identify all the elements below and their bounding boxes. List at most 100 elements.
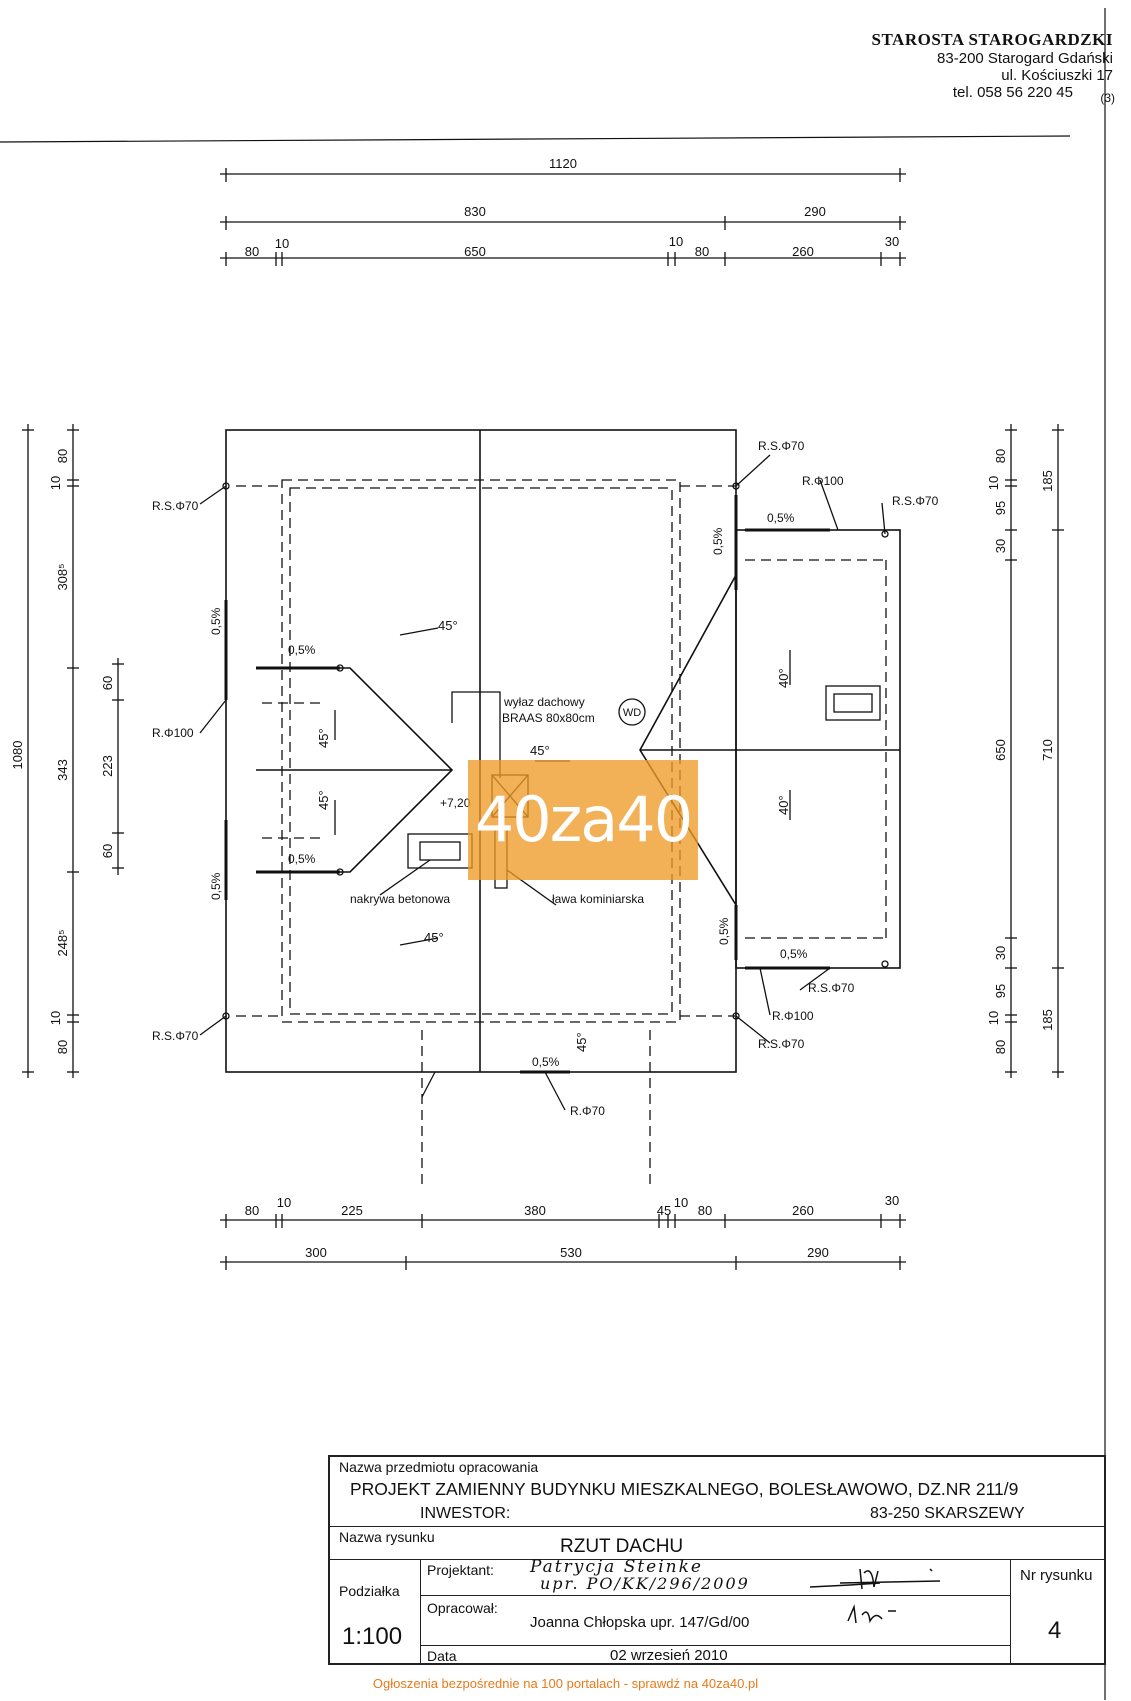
date-label: Data (427, 1648, 457, 1664)
label-slope-left-1: 0,5% (209, 607, 223, 635)
stamp-line-2: ul. Kościuszki 17 (1001, 66, 1113, 84)
dim-bottom-a8: 30 (885, 1193, 899, 1208)
dim-bottom-a1: 10 (277, 1195, 291, 1210)
designer-signature-name: Patrycja Steinke (530, 1557, 703, 1577)
dim-top-overall: 1120 (549, 156, 577, 171)
drawing-name: RZUT DACHU (560, 1536, 684, 1557)
dim-bottom-a5: 10 (674, 1195, 688, 1210)
dim-bottom-a0: 80 (245, 1203, 259, 1218)
dim-top-830: 830 (464, 204, 486, 219)
project-title: PROJEKT ZAMIENNY BUDYNKU MIESZKALNEGO, B… (350, 1479, 1019, 1499)
dim-left-b0: 60 (100, 676, 115, 690)
dim-left-b1: 223 (100, 755, 115, 777)
label-hatch-type: BRAAS 80x80cm (502, 711, 595, 725)
dim-left-a2: 308⁵ (55, 563, 70, 590)
designer-signature (809, 1568, 941, 1590)
wall-lines-dashed (236, 479, 887, 1190)
dim-top-c0: 80 (245, 244, 259, 259)
label-slope-left-2: 0,5% (209, 872, 223, 900)
label-slope-front: 0,5% (532, 1055, 560, 1069)
label-rs70-br2: R.S.Φ70 (808, 981, 855, 995)
dim-left-a4: 248⁵ (55, 929, 70, 956)
dim-right-a0: 80 (993, 449, 1008, 463)
dim-right-a4: 650 (993, 739, 1008, 761)
dim-top-c4: 80 (695, 244, 709, 259)
label-rs70-tr2: R.S.Φ70 (892, 494, 939, 508)
label-r100-tr: R.Φ100 (802, 474, 844, 488)
scale-value: 1:100 (342, 1623, 403, 1650)
dim-bottom-b1: 530 (560, 1245, 582, 1260)
dim-right-b2: 185 (1040, 1009, 1055, 1031)
label-angle-3: 45° (530, 743, 550, 758)
stamp-line-3: tel. 058 56 220 45 (952, 84, 1073, 102)
stamp-line-1: 83-200 Starogard Gdański (937, 49, 1113, 67)
chimney-right (825, 685, 881, 721)
dim-right-a2: 95 (993, 501, 1008, 515)
dim-left-a0: 80 (55, 449, 70, 463)
office-stamp: STAROSTA STAROGARDZKI 83-200 Starogard G… (871, 30, 1115, 105)
dim-bottom-b0: 300 (305, 1245, 327, 1260)
prepared-signature (847, 1604, 896, 1624)
dim-right-a8: 80 (993, 1040, 1008, 1054)
label-chimney-bench: ława kominiarska (552, 892, 644, 906)
label-slope-wing-bottom: 0,5% (780, 947, 808, 961)
top-dimensions (220, 168, 906, 266)
dim-bottom-a4: 45 (657, 1203, 671, 1218)
label-wd: WD (623, 707, 641, 719)
sheet-number: 4 (1048, 1617, 1062, 1644)
label-r70-bottom: R.Φ70 (570, 1104, 605, 1118)
right-dimensions (1005, 424, 1064, 1078)
dim-left-a1: 10 (48, 476, 63, 490)
roof-outline (225, 429, 901, 1073)
title-block: Nazwa przedmiotu opracowania PROJEKT ZAM… (328, 1455, 1106, 1665)
stamp-title: STAROSTA STAROGARDZKI (871, 30, 1113, 49)
dim-bottom-a3: 380 (524, 1203, 546, 1218)
label-chimney-cap: nakrywa betonowa (350, 892, 450, 906)
dim-top-c3: 10 (669, 234, 683, 249)
dim-bottom-a6: 80 (698, 1203, 712, 1218)
sheet-label: Nr rysunku (1020, 1567, 1093, 1584)
label-angle-dormer-2: 45° (316, 790, 331, 810)
label-angle-wing-2: 40° (776, 795, 791, 815)
investor-label: INWESTOR: (420, 1505, 511, 1522)
dim-left-b2: 60 (100, 844, 115, 858)
label-elevation: +7,20 (440, 796, 471, 810)
label-r100-br: R.Φ100 (772, 1009, 814, 1023)
dim-right-a1: 10 (986, 476, 1001, 490)
subject-label: Nazwa przedmiotu opracowania (339, 1459, 539, 1475)
designer-label: Projektant: (427, 1562, 494, 1578)
bottom-dimensions (220, 1214, 906, 1270)
label-slope-wing-top: 0,5% (767, 511, 795, 525)
label-rs70-tr: R.S.Φ70 (758, 439, 805, 453)
dim-bottom-a2: 225 (341, 1203, 363, 1218)
dim-left-a5: 10 (48, 1011, 63, 1025)
label-slope-dormer-bottom: 0,5% (288, 852, 316, 866)
label-angle-front: 45° (574, 1032, 589, 1052)
dim-right-a5: 30 (993, 946, 1008, 960)
label-slope-right-1: 0,5% (711, 527, 725, 555)
prepared-by: Joanna Chłopska upr. 147/Gd/00 (530, 1614, 750, 1631)
dim-top-c6: 30 (885, 234, 899, 249)
dim-top-c5: 260 (792, 244, 814, 259)
label-rs70-br: R.S.Φ70 (758, 1037, 805, 1051)
dim-top-c2: 650 (464, 244, 486, 259)
prepared-label: Opracował: (427, 1600, 498, 1616)
dim-left-overall: 1080 (10, 741, 25, 770)
drainpipes (199, 454, 889, 1111)
dim-right-a6: 95 (993, 984, 1008, 998)
dim-right-a7: 10 (986, 1011, 1001, 1025)
dim-left-a3: 343 (55, 759, 70, 781)
label-rs70-tl: R.S.Φ70 (152, 499, 199, 513)
dim-right-b0: 185 (1040, 470, 1055, 492)
date-value: 02 wrzesień 2010 (610, 1647, 728, 1664)
label-rs70-bl: R.S.Φ70 (152, 1029, 199, 1043)
label-slope-right-2: 0,5% (717, 917, 731, 945)
dim-left-a6: 80 (55, 1040, 70, 1054)
dim-top-c1: 10 (275, 236, 289, 251)
dim-bottom-a7: 260 (792, 1203, 814, 1218)
left-dimensions (22, 424, 124, 1078)
scale-label: Podziałka (339, 1583, 400, 1599)
label-angle-dormer-1: 45° (316, 728, 331, 748)
page-border-top (0, 135, 1071, 143)
